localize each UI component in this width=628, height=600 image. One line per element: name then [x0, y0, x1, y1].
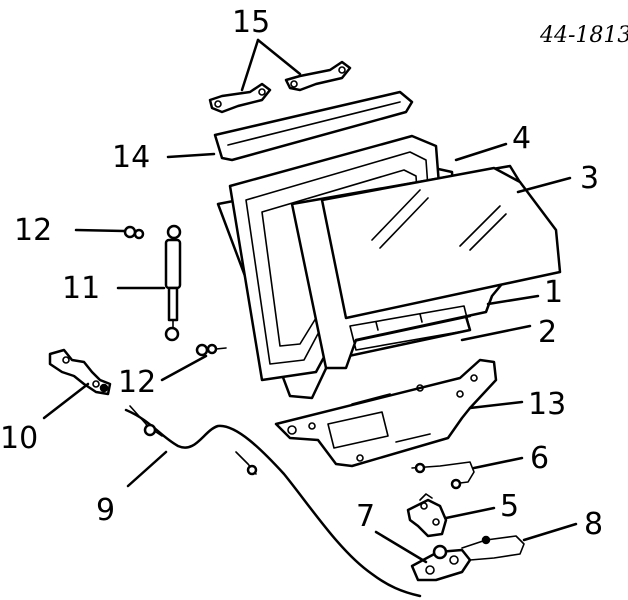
- label-8: 8: [584, 507, 603, 542]
- label-11: 11: [62, 271, 100, 306]
- leader-4: [454, 142, 508, 162]
- leader-7: [374, 530, 428, 564]
- label-13: 13: [528, 387, 566, 422]
- part-12-clip-upper: [123, 225, 145, 240]
- leader-12-upper: [74, 228, 126, 233]
- part-5-lock-mechanism: [406, 493, 448, 538]
- part-3-glass: [320, 166, 562, 320]
- part-11-gas-strut: [164, 224, 182, 342]
- label-10: 10: [0, 421, 38, 456]
- leader-5: [444, 506, 496, 520]
- label-5: 5: [500, 489, 519, 524]
- catalog-code: 44-1813: [539, 23, 628, 48]
- part-15-hinge-straps: [208, 60, 352, 114]
- label-4: 4: [512, 121, 531, 156]
- leader-9: [126, 450, 168, 488]
- part-6-lock-rod: [411, 461, 475, 490]
- label-12-upper: 12: [14, 213, 52, 248]
- label-2: 2: [538, 315, 557, 350]
- leader-15: [240, 38, 302, 92]
- part-10-latch: [48, 348, 112, 396]
- part-8-cylinder-rod: [461, 535, 525, 561]
- leader-14: [166, 152, 216, 159]
- leader-12-lower: [160, 354, 208, 382]
- leader-2: [460, 324, 532, 342]
- label-7: 7: [356, 499, 375, 534]
- label-3: 3: [580, 161, 599, 196]
- leader-1: [486, 294, 540, 306]
- part-9-release-cable: [124, 405, 422, 598]
- label-15: 15: [232, 5, 270, 40]
- label-14: 14: [112, 140, 150, 175]
- part-7-striker: [410, 544, 472, 582]
- leader-13: [468, 400, 524, 410]
- part-14-spoiler: [213, 90, 414, 162]
- label-9: 9: [96, 493, 115, 528]
- label-12-lower: 12: [118, 365, 156, 400]
- leader-8: [522, 522, 578, 542]
- label-1: 1: [544, 275, 563, 310]
- part-13-trim-panel: [274, 358, 498, 468]
- leader-6: [472, 456, 524, 470]
- leader-3: [516, 176, 572, 194]
- leader-10: [42, 382, 90, 420]
- part-12-clip-lower: [195, 343, 227, 357]
- label-6: 6: [530, 441, 549, 476]
